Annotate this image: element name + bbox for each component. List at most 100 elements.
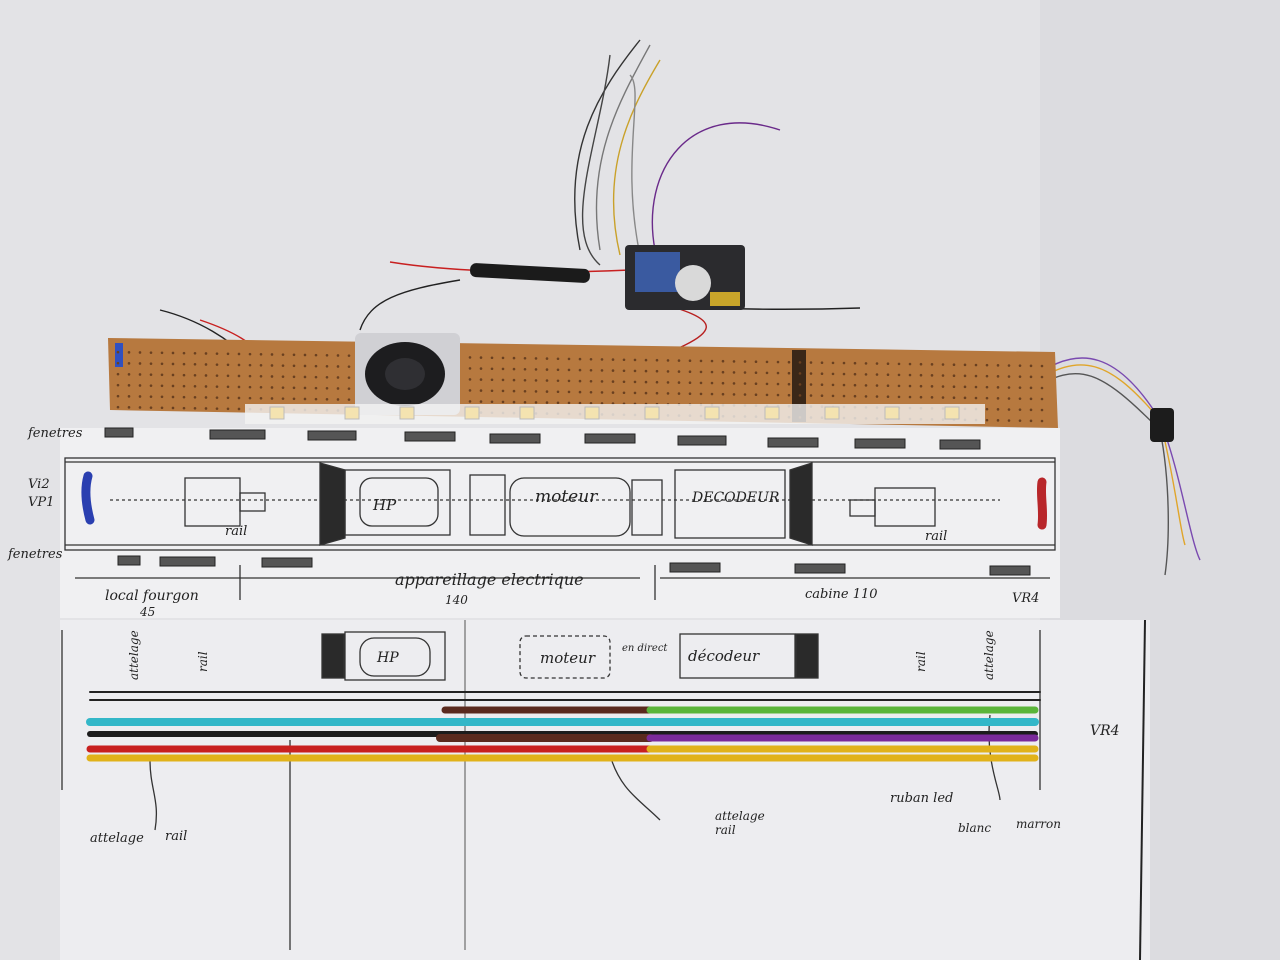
pcb-hole	[270, 353, 274, 356]
pcb-hole	[248, 396, 252, 400]
pcb-hole	[237, 363, 241, 367]
pcb-hole	[479, 389, 483, 392]
label-vp1: VP1	[28, 495, 54, 510]
pcb-hole	[633, 391, 637, 395]
pcb-hole	[985, 396, 989, 400]
pcb-hole	[193, 385, 197, 388]
label-en-direct: en direct	[622, 643, 668, 654]
pcb-hole	[897, 384, 901, 388]
pcb-hole	[1040, 419, 1044, 423]
pcb-hole	[171, 373, 175, 377]
pcb-hole	[710, 359, 714, 363]
pcb-hole	[809, 361, 813, 364]
pcb-hole	[259, 396, 263, 400]
pcb-hole	[226, 385, 230, 389]
pcb-hole	[853, 394, 857, 398]
pcb-hole	[523, 378, 527, 382]
pcb-hole	[468, 378, 472, 381]
pcb-hole	[930, 363, 934, 366]
pcb-hole	[127, 373, 131, 376]
led-chip	[269, 406, 285, 420]
pcb-hole	[259, 363, 263, 367]
pcb-hole	[215, 407, 219, 410]
pcb-hole	[248, 374, 252, 378]
pcb-hole	[941, 385, 945, 388]
pcb-hole	[732, 371, 736, 374]
pcb-hole	[193, 396, 197, 399]
pcb-hole	[336, 398, 340, 401]
pcb-hole	[622, 369, 626, 373]
pcb-hole	[831, 361, 835, 365]
led-chip	[584, 406, 600, 420]
pcb-hole	[149, 362, 153, 365]
pcb-hole	[1007, 386, 1011, 389]
pcb-hole	[248, 385, 252, 389]
label-hp-top: HP	[372, 496, 397, 514]
pcb-hole	[776, 371, 780, 375]
pcb-hole	[996, 397, 1000, 400]
pcb-hole	[336, 354, 340, 357]
pcb-hole	[479, 378, 483, 381]
label-attelage-left: attelage	[127, 630, 141, 680]
pcb-hole	[886, 395, 890, 399]
pcb-hole	[171, 384, 175, 388]
pcb-hole	[325, 364, 329, 368]
pcb-hole	[831, 383, 835, 387]
drawing-bottom-sheet	[60, 620, 1150, 960]
pcb-hole	[567, 368, 571, 372]
pcb-hole	[677, 381, 681, 384]
pcb-hole	[578, 368, 582, 372]
pcb-hole	[919, 362, 923, 366]
pcb-hole	[160, 362, 164, 366]
led-tape	[245, 404, 985, 424]
label-hp-bottom: HP	[376, 650, 399, 666]
pcb-hole	[479, 400, 483, 403]
pcb-hole	[897, 373, 901, 377]
pcb-hole	[116, 394, 120, 398]
pcb-hole	[688, 392, 692, 396]
pcb-hole	[556, 401, 560, 405]
label-rail-right: rail	[925, 529, 947, 544]
led-chip	[464, 406, 480, 420]
pcb-hole	[919, 373, 923, 377]
pcb-hole	[171, 395, 175, 399]
pcb-hole	[149, 384, 153, 387]
pcb-hole	[556, 368, 560, 372]
pcb-hole	[160, 395, 164, 399]
pcb-hole	[534, 357, 538, 360]
pcb-hole	[281, 397, 285, 400]
pcb-hole	[732, 393, 736, 396]
pcb-hole	[149, 373, 153, 376]
pcb-hole	[798, 361, 802, 364]
pcb-hole	[589, 379, 593, 383]
pcb-hole	[270, 386, 274, 389]
pcb-hole	[1007, 397, 1011, 400]
pcb-hole	[864, 384, 868, 387]
pcb-hole	[919, 395, 923, 399]
label-decodeur-top: DECODEUR	[691, 490, 780, 506]
pcb-hole	[842, 361, 846, 365]
pcb-hole	[314, 353, 318, 357]
pcb-hole	[160, 373, 164, 377]
pcb-hole	[523, 400, 527, 404]
pcb-hole	[204, 363, 208, 366]
pcb-hole	[215, 385, 219, 388]
pcb-hole	[1007, 375, 1011, 378]
pcb-hole	[116, 350, 120, 354]
pcb-hole	[710, 370, 714, 374]
pcb-hole	[699, 392, 703, 396]
pcb-hole	[908, 373, 912, 377]
pcb-hole	[204, 352, 208, 355]
pcb-hole	[666, 359, 670, 362]
pcb-hole	[578, 390, 582, 394]
pcb-hole	[985, 385, 989, 389]
pcb-hole	[787, 393, 791, 397]
label-blanc: blanc	[958, 821, 991, 835]
pcb-hole	[556, 357, 560, 361]
window-mark	[767, 437, 819, 448]
pcb-hole	[688, 359, 692, 363]
pcb-hole	[468, 356, 472, 359]
pcb-hole	[468, 400, 472, 403]
pcb-hole	[281, 353, 285, 356]
drawing-top-sheet	[60, 428, 1060, 618]
